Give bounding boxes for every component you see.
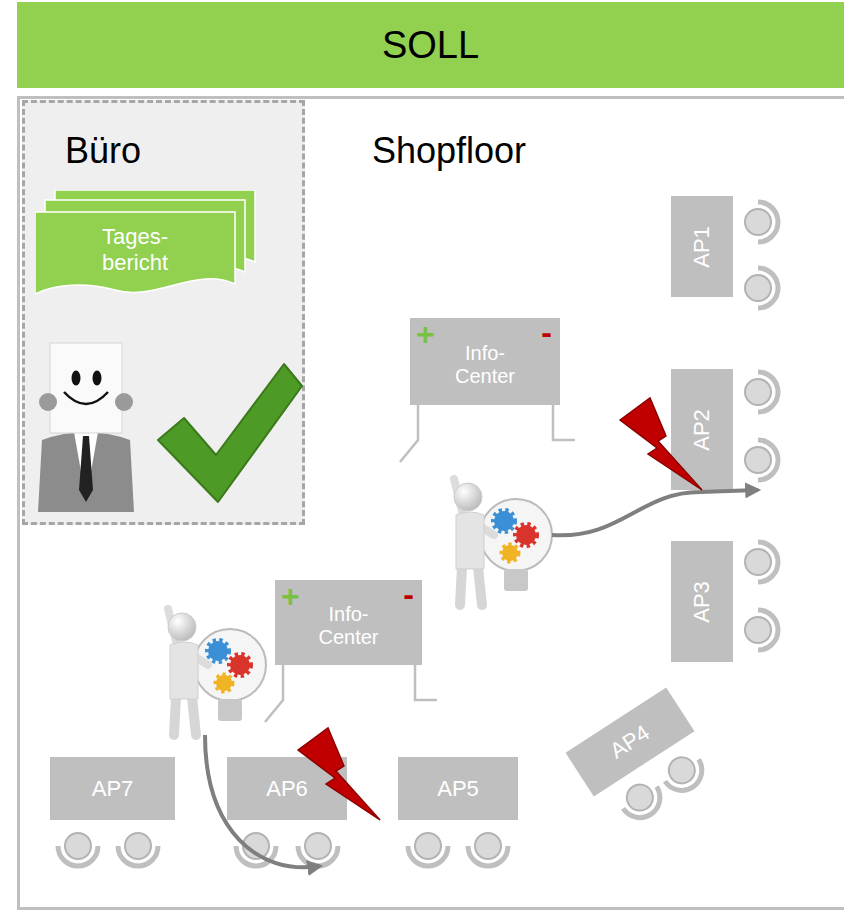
help-arrow — [552, 490, 758, 535]
board-label: Info- Center — [311, 603, 387, 649]
workstation: AP6 — [227, 757, 347, 820]
hand — [39, 393, 57, 411]
shopfloor-frame — [19, 98, 844, 909]
check-mark — [158, 364, 302, 502]
info-center-legs — [265, 405, 575, 722]
seat — [298, 833, 338, 866]
shirt — [74, 432, 98, 500]
smile — [64, 392, 108, 404]
seat — [745, 542, 778, 582]
minus-sign: - — [403, 576, 414, 613]
ap-label: AP1 — [689, 226, 715, 268]
workstation: AP2 — [671, 369, 733, 490]
document-page — [35, 212, 235, 294]
workstation: AP7 — [50, 757, 175, 820]
arm — [192, 655, 208, 665]
bulb-base — [504, 569, 528, 591]
board-leg — [553, 405, 575, 440]
seat — [408, 833, 448, 866]
daily-report: Tages- bericht — [35, 190, 265, 310]
torso — [170, 642, 198, 699]
bulb-base — [218, 699, 242, 721]
idea-person — [168, 609, 266, 735]
ap-label: AP6 — [266, 776, 308, 802]
gear — [494, 511, 514, 531]
seat — [745, 268, 778, 308]
lightning-bolt — [298, 728, 380, 820]
ap-label: AP4 — [605, 720, 654, 764]
seat — [745, 372, 778, 412]
happy-manager — [38, 343, 134, 512]
workstation: AP1 — [671, 196, 733, 297]
board-leg — [400, 405, 418, 462]
leg — [460, 567, 462, 605]
light-bulb — [194, 629, 266, 701]
ap-label: AP5 — [437, 776, 479, 802]
info-center-board: +Info- Center- — [410, 318, 560, 405]
buro-label: Büro — [65, 130, 141, 172]
workstation: AP3 — [671, 541, 733, 662]
hand — [115, 393, 133, 411]
seat — [745, 202, 778, 242]
help-arrow — [205, 735, 320, 867]
gear — [208, 641, 228, 661]
seat — [58, 833, 98, 866]
board-leg — [415, 665, 437, 700]
workstation: AP4 — [566, 688, 695, 797]
ap-label: AP7 — [92, 776, 134, 802]
seat — [745, 610, 778, 650]
gear — [516, 525, 536, 545]
raised-arm — [454, 479, 464, 519]
eye — [93, 371, 102, 386]
plus-sign: + — [281, 578, 300, 615]
head — [454, 483, 482, 511]
gear — [502, 545, 518, 561]
document-stack — [35, 190, 265, 310]
title-band: SOLL — [17, 2, 844, 88]
gear — [230, 655, 250, 675]
floor-label: Shopfloor — [372, 130, 526, 172]
arm — [478, 525, 494, 535]
gear — [216, 675, 232, 691]
workstation: AP5 — [398, 757, 518, 820]
light-bulb — [480, 499, 552, 571]
plus-sign: + — [416, 316, 435, 353]
idea-person — [454, 479, 552, 605]
seats-right — [745, 202, 778, 650]
suit — [38, 432, 134, 512]
face-paper — [50, 343, 122, 433]
leg — [192, 697, 196, 735]
office-area: BüroTages- bericht — [22, 100, 305, 525]
seat — [468, 833, 508, 866]
info-center-board: +Info- Center- — [275, 580, 422, 665]
seat — [118, 833, 158, 866]
ap-label: AP3 — [689, 581, 715, 623]
minus-sign: - — [541, 314, 552, 351]
eye — [72, 371, 81, 386]
board-label: Info- Center — [447, 342, 523, 388]
head — [168, 613, 196, 641]
ap-label: AP2 — [689, 409, 715, 451]
torso — [456, 512, 484, 569]
seat — [745, 440, 778, 480]
seat — [236, 833, 276, 866]
leg — [478, 567, 482, 605]
tie — [79, 436, 93, 502]
leg — [174, 697, 176, 735]
board-leg — [265, 665, 283, 722]
raised-arm — [168, 609, 178, 649]
doc-label: Tages- bericht — [75, 224, 195, 277]
lightning-bolt — [620, 398, 702, 490]
